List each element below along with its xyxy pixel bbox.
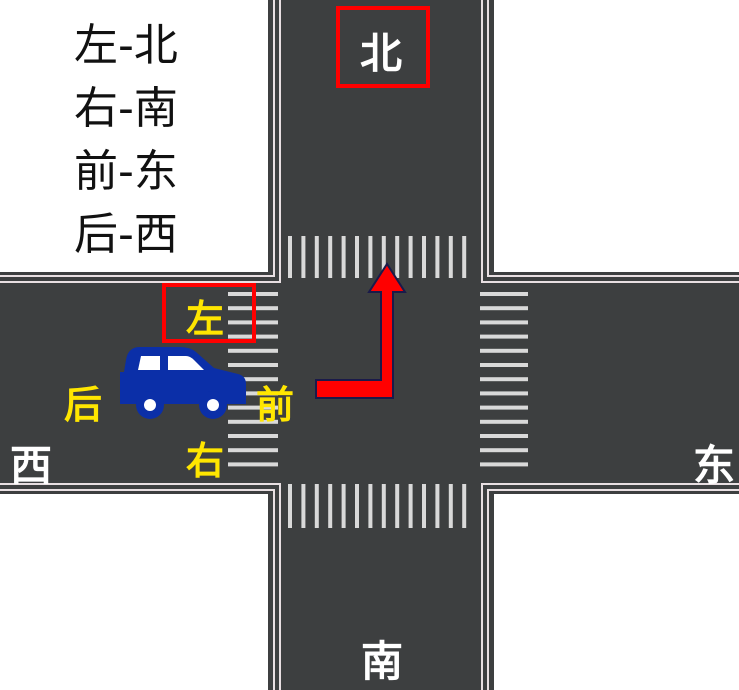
crosswalk-stripe bbox=[228, 391, 278, 396]
crosswalk-stripe bbox=[228, 434, 278, 438]
crosswalk-stripe bbox=[448, 236, 453, 278]
car-icon bbox=[120, 347, 246, 419]
south-label: 南 bbox=[361, 637, 404, 686]
crosswalk-stripe bbox=[328, 236, 333, 278]
left-turn-arrow bbox=[315, 262, 407, 399]
crosswalk-stripe bbox=[288, 236, 292, 278]
crosswalk-stripe bbox=[381, 236, 386, 278]
crosswalk-stripe bbox=[314, 484, 319, 528]
crosswalk-stripe bbox=[480, 462, 528, 467]
legend-item-back-west: 后-西 bbox=[74, 209, 178, 260]
north-label: 北 bbox=[360, 29, 403, 78]
crosswalk-north bbox=[288, 236, 467, 278]
crosswalk-stripe bbox=[480, 405, 528, 410]
crosswalk-stripe bbox=[480, 377, 528, 382]
crosswalk-stripe bbox=[228, 419, 278, 424]
crosswalk-stripe bbox=[301, 236, 306, 278]
crosswalk-stripe bbox=[368, 236, 373, 278]
crosswalk-stripe bbox=[381, 484, 386, 528]
crosswalk-stripe bbox=[480, 334, 528, 339]
crosswalk-stripe bbox=[228, 377, 278, 382]
crosswalk-stripe bbox=[480, 292, 528, 296]
legend-item-right-south: 右-南 bbox=[74, 83, 178, 134]
crosswalk-stripe bbox=[355, 484, 359, 528]
crosswalk-stripe bbox=[395, 484, 400, 528]
crosswalk-stripe bbox=[408, 236, 413, 278]
legend-item-left-north: 左-北 bbox=[74, 20, 178, 71]
crosswalk-stripe bbox=[395, 236, 400, 278]
crosswalk-east bbox=[480, 292, 528, 467]
east-label: 东 bbox=[693, 441, 736, 490]
car-right-label: 右 bbox=[186, 439, 225, 483]
crosswalk-stripe bbox=[314, 236, 319, 278]
crosswalk-stripe bbox=[480, 448, 528, 453]
crosswalk-stripe bbox=[288, 484, 292, 528]
crosswalk-stripe bbox=[228, 405, 278, 410]
crosswalk-stripe bbox=[480, 391, 528, 396]
crosswalk-stripe bbox=[355, 236, 359, 278]
direction-legend: 左-北 右-南 前-东 后-西 bbox=[74, 14, 178, 266]
crosswalk-stripe bbox=[435, 236, 440, 278]
left-highlight-box bbox=[162, 283, 256, 343]
car-left-label: 左 bbox=[186, 297, 225, 341]
crosswalk-stripe bbox=[301, 484, 306, 528]
crosswalk-stripe bbox=[341, 236, 346, 278]
crosswalk-stripe bbox=[368, 484, 373, 528]
crosswalk-stripe bbox=[448, 484, 453, 528]
crosswalk-stripe bbox=[462, 484, 467, 528]
crosswalk-stripe bbox=[462, 236, 467, 278]
crosswalk-stripe bbox=[422, 236, 426, 278]
crosswalk-stripe bbox=[328, 484, 333, 528]
crosswalk-south bbox=[288, 484, 467, 528]
crosswalk-stripe bbox=[480, 348, 528, 353]
crosswalk-stripe bbox=[228, 462, 278, 467]
car-back-label: 后 bbox=[64, 383, 103, 427]
north-highlight-box bbox=[336, 6, 430, 88]
crosswalk-stripe bbox=[480, 306, 528, 311]
crosswalk-stripe bbox=[341, 484, 346, 528]
crosswalk-stripe bbox=[480, 320, 528, 325]
crosswalk-stripe bbox=[228, 448, 278, 453]
car-front-label: 前 bbox=[256, 383, 295, 427]
crosswalk-stripe bbox=[228, 363, 278, 367]
crosswalk-stripe bbox=[228, 348, 278, 353]
crosswalk-stripe bbox=[480, 434, 528, 438]
crosswalk-stripe bbox=[480, 363, 528, 367]
crosswalk-stripe bbox=[480, 419, 528, 424]
legend-item-front-east: 前-东 bbox=[74, 146, 178, 197]
crosswalk-stripe bbox=[435, 484, 440, 528]
crosswalk-stripe bbox=[408, 484, 413, 528]
west-label: 西 bbox=[10, 441, 53, 490]
crosswalk-stripe bbox=[422, 484, 426, 528]
